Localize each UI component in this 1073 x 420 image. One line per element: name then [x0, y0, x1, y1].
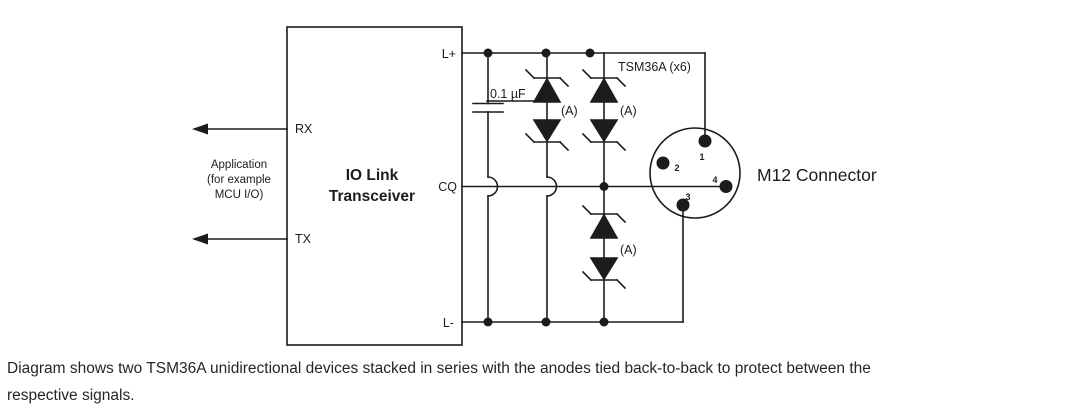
pin-label-tx: TX [295, 232, 312, 246]
m12-pin1-dot [698, 134, 712, 148]
transceiver-title-line2: Transceiver [329, 188, 415, 205]
rx-arrowhead-icon [192, 123, 208, 135]
tvs-pair-1 [524, 68, 570, 152]
m12-connector-label: M12 Connector [757, 165, 877, 185]
m12-pin2-dot [656, 156, 670, 170]
m12-connector-circle [649, 127, 741, 219]
pin-label-l-minus: L- [443, 316, 454, 330]
application-label-line2: (for example [207, 174, 271, 186]
wire-hop-capacitor-branch [487, 176, 499, 197]
figure-caption-line2: respective signals. [7, 387, 135, 404]
junction-dots [483, 48, 609, 327]
tvs3-diode-up [589, 213, 619, 239]
tx-arrowhead-icon [192, 233, 208, 245]
m12-pin3-number: 3 [685, 192, 690, 202]
tvs1-diode-up [532, 77, 562, 103]
tvs-part-label: TSM36A (x6) [618, 60, 691, 74]
pin-label-cq: CQ [438, 180, 457, 194]
application-label-line3: MCU I/O) [215, 189, 264, 201]
transceiver-title-line1: IO Link [346, 167, 399, 184]
tvs-pair-2 [581, 68, 627, 152]
pin-label-l-plus: L+ [442, 47, 456, 61]
m12-pin-dots [656, 134, 733, 212]
anode-label-3: (A) [620, 243, 637, 257]
m12-pin1-number: 1 [699, 152, 704, 162]
tvs-pair-3 [581, 204, 627, 290]
anode-label-2: (A) [620, 104, 637, 118]
tvs2-diode-up [589, 77, 619, 103]
anode-label-1: (A) [561, 104, 578, 118]
tvs1-diode-down [532, 119, 562, 143]
capacitor-value-label: 0.1 µF [490, 87, 526, 101]
figure-caption: Diagram shows two TSM36A unidirectional … [7, 355, 1067, 409]
application-label-line1: Application [211, 159, 267, 171]
m12-pin4-dot [719, 180, 733, 193]
tvs3-diode-down [589, 257, 619, 281]
m12-pin4-number: 4 [712, 175, 717, 185]
circuit-diagram: L+ CQ L- RX TX IO Link Transceiver Appli… [192, 26, 877, 346]
figure-caption-line1: Diagram shows two TSM36A unidirectional … [7, 360, 871, 377]
tvs2-diode-down [589, 119, 619, 143]
m12-pin3-dot [676, 198, 690, 212]
io-link-transceiver-box [286, 26, 463, 346]
pin-label-rx: RX [295, 122, 313, 136]
wire-hop-tvs1-branch [546, 176, 558, 197]
m12-pin2-number: 2 [674, 163, 679, 173]
